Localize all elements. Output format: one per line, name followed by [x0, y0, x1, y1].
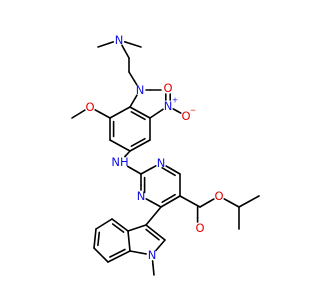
atom-label-o-methoxy: O — [85, 100, 94, 114]
atom-label-o-nitro-1: O — [163, 81, 172, 95]
bond-single-21 — [160, 195, 181, 208]
bond-single-27-a — [223, 198, 230, 203]
bond-single-2-b — [123, 48, 130, 59]
bond-single-24-b — [140, 167, 152, 175]
bond-pyrrole-double — [145, 228, 160, 241]
atom-label-n-indole: N — [148, 248, 157, 262]
bond-single-36 — [111, 218, 129, 232]
bond-single-9 — [129, 139, 151, 152]
bond-single-41-b — [152, 264, 155, 276]
bond-single-13-a — [149, 111, 160, 119]
bond-single-1-a — [129, 42, 142, 48]
bond-single-20-b — [150, 200, 162, 208]
bond-single-15-b — [94, 109, 101, 114]
atom-charge-o-nitro-2: − — [190, 106, 196, 115]
bond-single-38 — [93, 228, 97, 249]
atom-label-o-nitro-2: O — [181, 109, 190, 123]
atom-label-o-carbonyl: O — [195, 221, 204, 235]
bond-single-23-b — [165, 165, 172, 170]
atom-charge-n-nitro: + — [172, 96, 178, 105]
bond-single-32-a — [157, 239, 166, 249]
bond-benzene-double-1 — [130, 111, 146, 121]
bond-single-35 — [127, 224, 147, 232]
atom-label-n-nme2: N — [115, 33, 124, 47]
bond-benzene-double-2 — [130, 137, 146, 147]
bond-single-34 — [127, 230, 131, 252]
bond-single-0-a — [97, 42, 110, 48]
bond-single-1-b — [123, 41, 131, 45]
bond-single-14-b — [176, 110, 182, 114]
bond-single-4-b — [133, 80, 138, 86]
bond-indole-double-2 — [97, 231, 101, 247]
bond-single-25 — [179, 195, 201, 208]
bond-single-26-b — [208, 198, 215, 203]
bond-pyrimidine-double-3-b — [161, 167, 170, 173]
bond-single-32-b — [155, 246, 160, 252]
bond-indole-double-3 — [109, 248, 126, 258]
bond-single-33-b — [129, 250, 142, 254]
bond-single-24-a — [150, 165, 157, 170]
bond-single-10 — [109, 139, 131, 152]
atom-label-n-pyr-1: N — [137, 189, 146, 203]
bond-single-4-a — [128, 71, 136, 82]
atom-label-n-nme: N — [136, 83, 145, 97]
bond-layer — [71, 41, 260, 276]
atom-label-n-nitro: N — [164, 99, 173, 113]
atom-label-n-pyr-2: N — [157, 156, 166, 170]
bond-single-23-a — [169, 167, 181, 175]
atom-label-o-ester: O — [214, 189, 223, 203]
bond-single-7 — [129, 106, 151, 119]
bond-single-39 — [93, 247, 109, 263]
bond-single-16-b — [71, 111, 82, 119]
bond-single-40 — [107, 250, 131, 263]
bond-single-33-a — [140, 252, 147, 255]
bond-single-15-a — [99, 111, 111, 119]
bond-single-26-a — [199, 200, 211, 208]
bond-single-27-b — [228, 200, 240, 208]
bond-single-20-a — [145, 198, 152, 203]
bond-indole-double-1 — [111, 223, 125, 233]
bond-single-17-b — [124, 154, 127, 158]
bond-single-18-b — [129, 167, 142, 175]
atom-label-n-amine: NH — [111, 155, 128, 169]
bond-pyrimidine-double-3-a — [167, 170, 176, 177]
bond-single-13-b — [158, 108, 164, 113]
bond-single-0-b — [107, 41, 115, 45]
bond-single-30 — [145, 206, 162, 226]
bond-single-28 — [238, 195, 260, 208]
bond-pyrimidine-double-2 — [161, 193, 176, 203]
bond-single-31 — [145, 224, 166, 241]
bond-single-6-b — [129, 97, 136, 108]
bond-single-37 — [95, 218, 113, 230]
bond-single-12 — [109, 106, 131, 119]
